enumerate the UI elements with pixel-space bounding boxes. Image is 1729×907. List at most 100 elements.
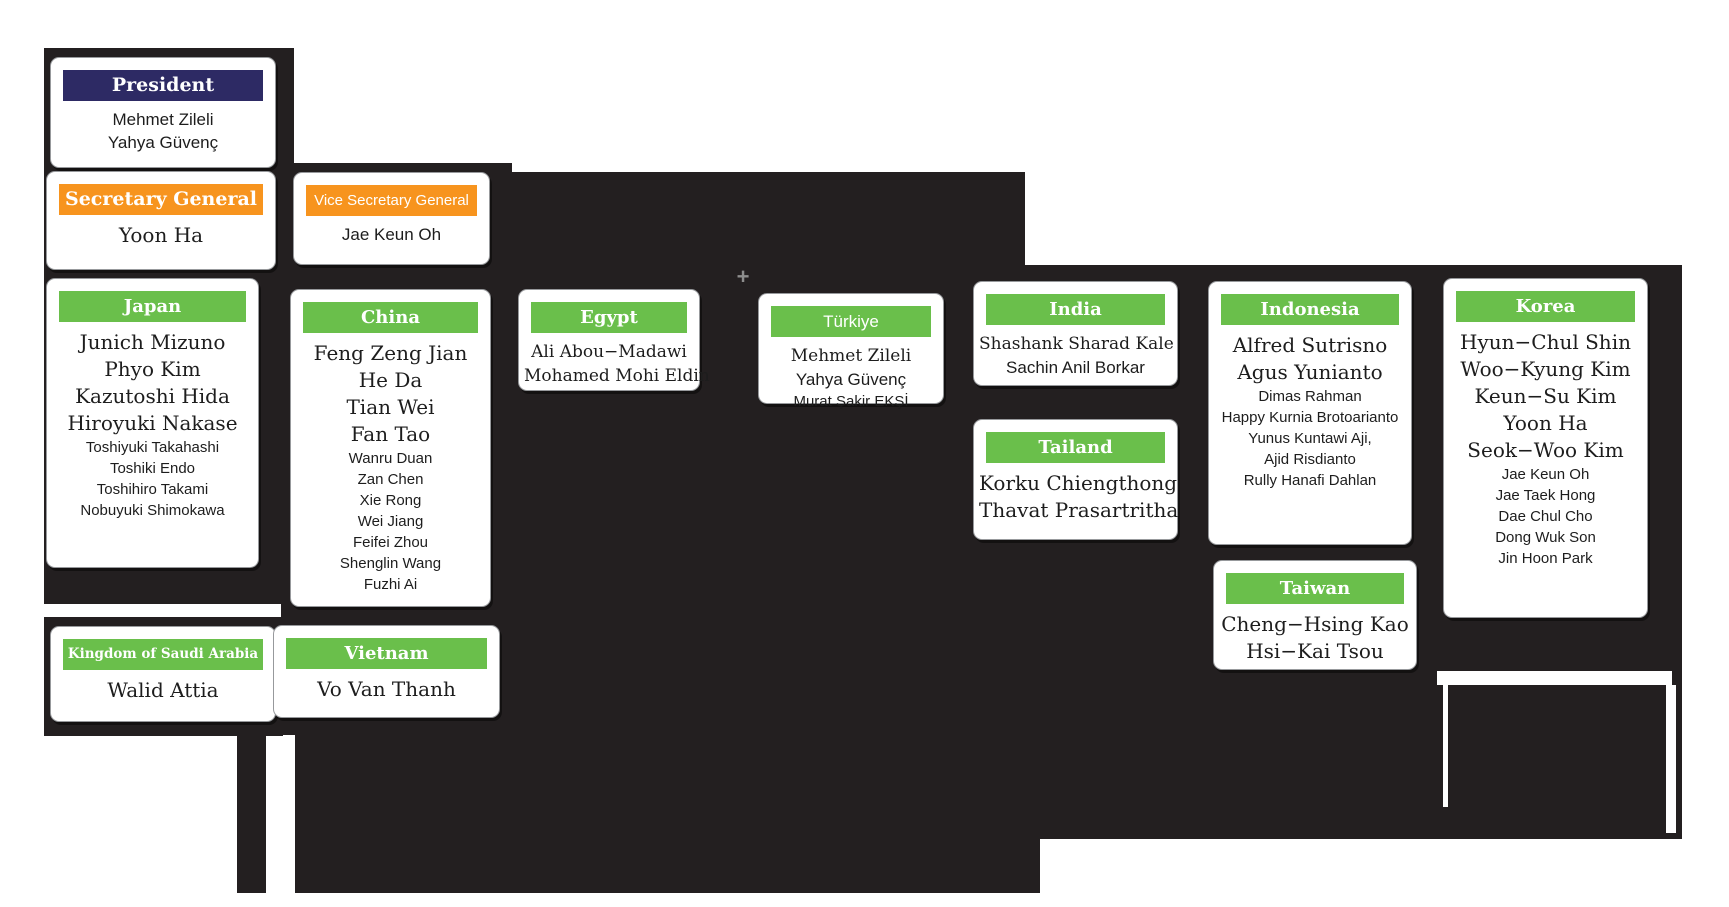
member-name: He Da <box>358 368 423 392</box>
member-name: Shashank Sharad Kale <box>979 334 1174 354</box>
member-name: Wei Jiang <box>357 513 424 530</box>
member-name: Woo−Kyung Kim <box>1460 357 1631 381</box>
member-name: Mehmet Zileli <box>790 346 912 366</box>
member-name-list: Vo Van Thanh <box>274 674 499 709</box>
member-name: Murat Şakir EKŞİ <box>793 393 909 410</box>
org-box-header-indonesia: Indonesia <box>1221 294 1399 325</box>
org-box-header-korea: Korea <box>1456 291 1635 322</box>
member-name-list: Jae Keun Oh <box>294 221 489 252</box>
org-box-vietnam: Vietnam Vo Van Thanh <box>273 625 500 718</box>
member-name: Toshihiro Takami <box>96 481 209 498</box>
org-box-header-turkiye: Türkiye <box>771 306 931 337</box>
member-name: Walid Attia <box>107 678 219 702</box>
org-box-header-china: China <box>303 302 478 333</box>
member-name: Junich Mizuno <box>79 330 226 354</box>
org-box-header-president: President <box>63 70 263 101</box>
member-name: Nobuyuki Shimokawa <box>80 502 225 519</box>
member-name: Yunus Kuntawi Aji, <box>1248 430 1372 447</box>
member-name: Xie Rong <box>359 492 422 509</box>
member-name: Zan Chen <box>357 471 424 488</box>
member-name: Happy Kurnia Brotoarianto <box>1221 409 1399 426</box>
member-name: Keun−Su Kim <box>1474 384 1617 408</box>
member-name: Dae Chul Cho <box>1498 508 1593 525</box>
member-name: Fan Tao <box>350 422 431 446</box>
org-box-header-saudi-arabia: Kingdom of Saudi Arabia <box>63 639 263 670</box>
ink-background-shape <box>295 718 1040 893</box>
ink-background-shape <box>498 172 1025 285</box>
member-name: Ali Abou−Madawi <box>531 342 687 362</box>
member-name: Ajid Risdianto <box>1264 451 1356 468</box>
member-name: Feng Zeng Jian <box>313 341 468 365</box>
member-name: Toshiki Endo <box>109 460 196 477</box>
plus-mark-icon: + <box>736 264 750 289</box>
member-name: Sachin Anil Borkar <box>1006 358 1145 377</box>
member-name: Shenglin Wang <box>339 555 442 572</box>
org-box-header-vice-secretary-general: Vice Secretary General <box>306 185 477 216</box>
member-name: Korku Chiengthong <box>979 471 1178 495</box>
member-name: Jae Keun Oh <box>1501 466 1590 483</box>
white-gap <box>1443 685 1448 807</box>
member-name: Yoon Ha <box>1503 411 1588 435</box>
white-gap <box>266 736 281 893</box>
member-name: Kazutoshi Hida <box>75 384 230 408</box>
org-box-header-egypt: Egypt <box>531 302 687 333</box>
member-name: Phyo Kim <box>104 357 201 381</box>
member-name: Feifei Zhou <box>352 534 429 551</box>
member-name: Jae Keun Oh <box>341 225 442 244</box>
member-name-list: Walid Attia <box>51 675 275 710</box>
member-name: Seok−Woo Kim <box>1467 438 1624 462</box>
org-box-header-india: India <box>986 294 1165 325</box>
member-name: Yahya Güvenç <box>107 133 219 152</box>
member-name: Toshiyuki Takahashi <box>85 439 220 456</box>
member-name: Jae Taek Hong <box>1495 487 1596 504</box>
org-box-header-vietnam: Vietnam <box>286 638 487 669</box>
member-name-list: Yoon Ha <box>47 220 275 255</box>
member-name: Dong Wuk Son <box>1495 529 1596 546</box>
member-name: Agus Yunianto <box>1237 360 1383 384</box>
member-name: Mehmet Zileli <box>112 110 214 129</box>
member-name: Hsi−Kai Tsou <box>1246 639 1384 663</box>
org-box-header-tailand: Tailand <box>986 432 1165 463</box>
member-name: Jin Hoon Park <box>1498 550 1593 567</box>
member-name: Vo Van Thanh <box>317 677 456 701</box>
member-name: Rully Hanafi Dahlan <box>1243 472 1377 489</box>
member-name: Cheng−Hsing Kao <box>1221 612 1409 636</box>
member-name: Yoon Ha <box>118 223 204 247</box>
ink-background-shape <box>237 736 266 893</box>
member-name: Mohamed Mohi Eldin <box>524 366 710 386</box>
member-name: Wanru Duan <box>348 450 433 467</box>
member-name: Fuzhi Ai <box>363 576 418 593</box>
member-name: Hiroyuki Nakase <box>67 411 238 435</box>
member-name: Tian Wei <box>346 395 435 419</box>
white-gap <box>1437 671 1672 685</box>
white-gap <box>1666 685 1676 833</box>
member-name: Yahya Güvenç <box>795 370 907 389</box>
member-name: Alfred Sutrisno <box>1232 333 1388 357</box>
member-name: Thavat Prasartritha <box>979 498 1179 522</box>
org-box-header-japan: Japan <box>59 291 246 322</box>
org-box-header-taiwan: Taiwan <box>1226 573 1404 604</box>
